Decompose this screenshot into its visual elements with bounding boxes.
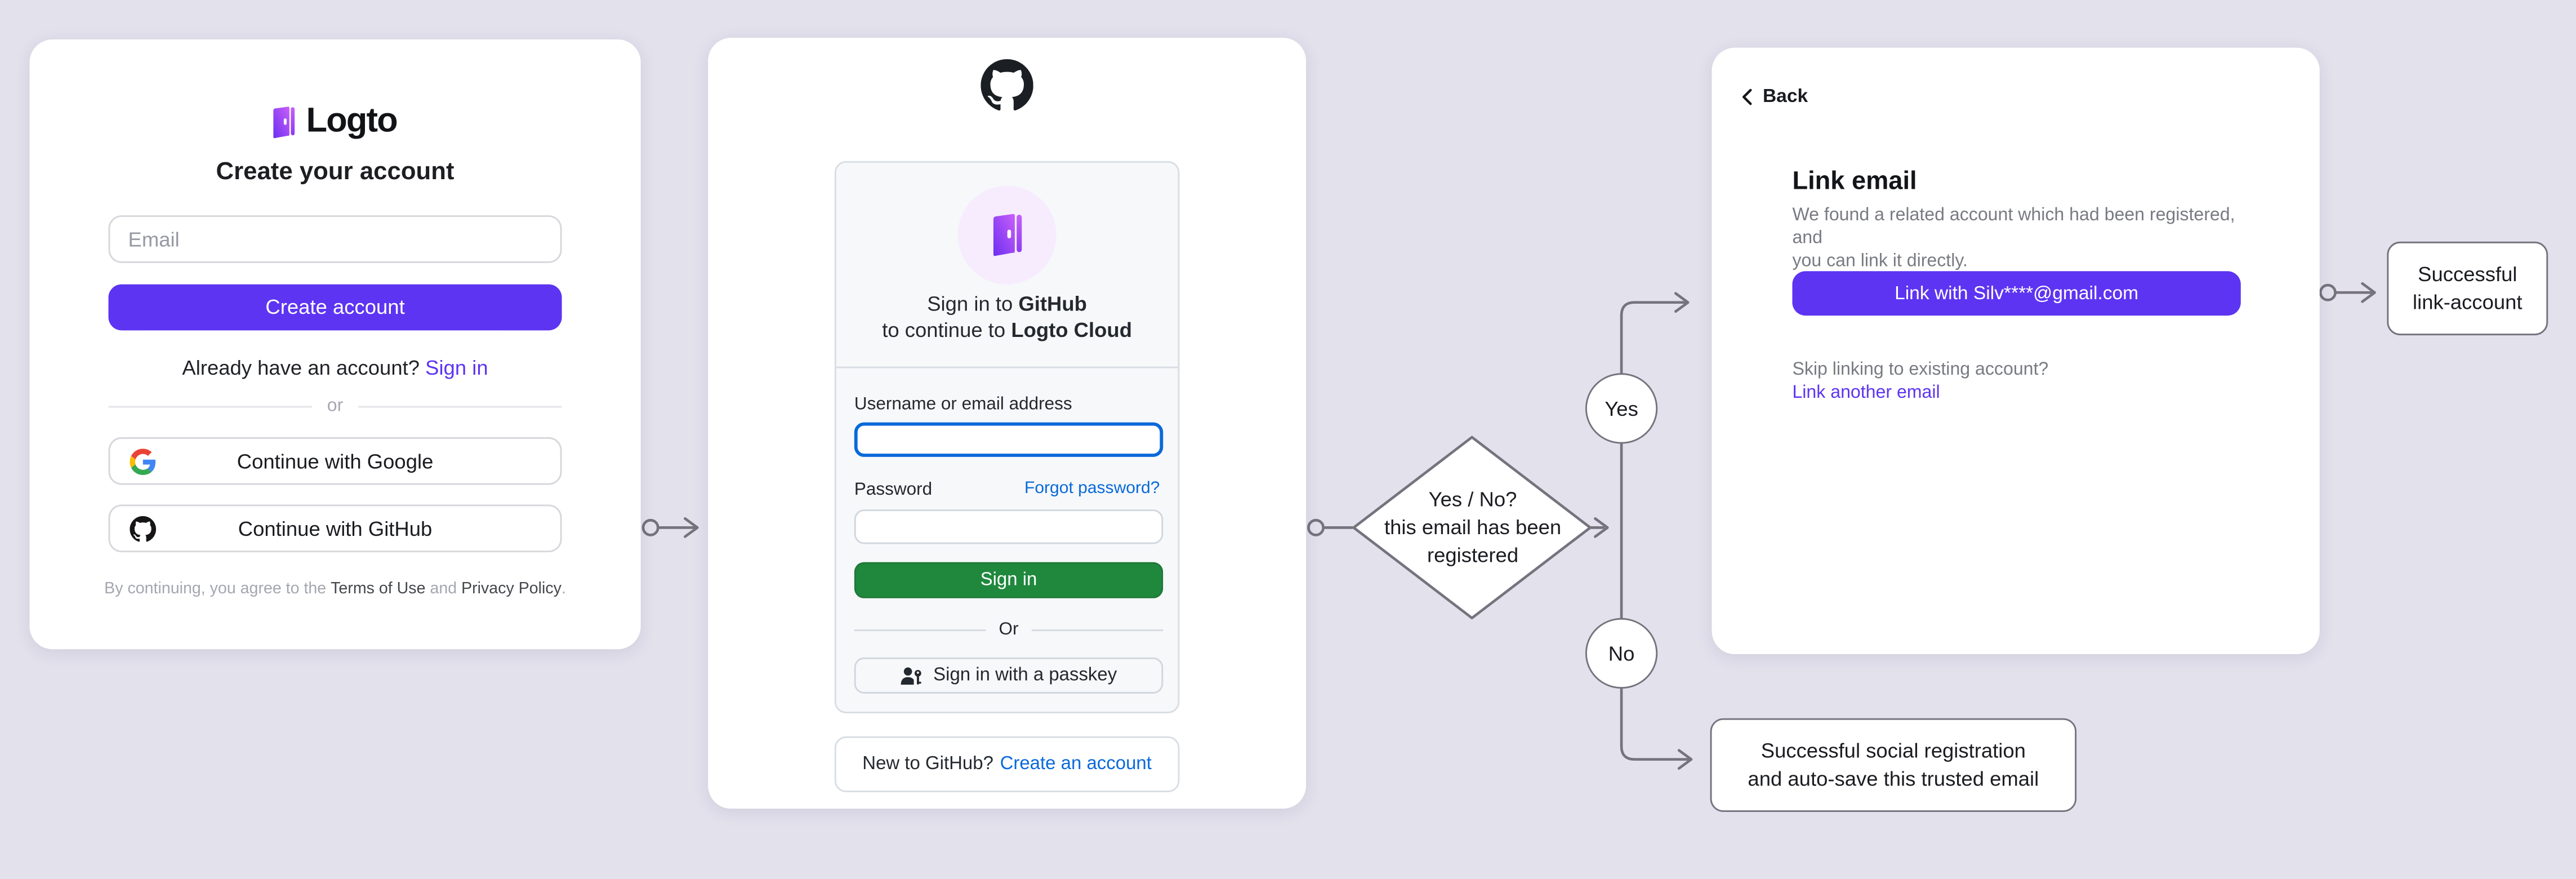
or-divider-label: or [327,396,344,416]
email-input[interactable] [108,215,562,263]
link-email-panel: Back Link email We found a related accou… [1712,47,2320,654]
card-divider [836,366,1178,369]
or-divider: or [108,396,562,416]
divider-line [1031,628,1164,631]
divider-line [108,405,313,407]
passkey-button-label: Sign in with a passkey [933,665,1117,686]
divider-line [854,628,986,631]
yes-node: Yes [1585,373,1658,444]
github-footer-box: New to GitHub? Create an account [834,736,1180,792]
signin-prompt-text: Already have an account? [182,356,420,380]
passkey-signin-button[interactable]: Sign in with a passkey [854,657,1164,694]
signup-title: Create your account [216,158,454,186]
divider-line [358,405,562,407]
password-label: Password [854,480,933,500]
no-node: No [1585,618,1658,689]
link-another-email-link[interactable]: Link another email [1792,383,1940,403]
passkey-icon [901,667,922,684]
back-label: Back [1762,87,1808,107]
username-label: Username or email address [854,394,1072,415]
back-button[interactable]: Back [1741,87,1808,107]
continue-with-github-button[interactable]: Continue with GitHub [108,504,562,553]
signin-link[interactable]: Sign in [425,356,488,380]
privacy-policy-link[interactable]: Privacy Policy [461,580,561,598]
github-signin-button[interactable]: Sign in [854,562,1164,598]
terms-of-use-link[interactable]: Terms of Use [331,580,426,598]
oauth-continue-prefix: to continue to [882,318,1011,342]
username-input[interactable] [854,422,1164,457]
oauth-heading-github: GitHub [1018,292,1087,316]
google-icon [130,447,156,474]
oauth-heading-line2: to continue to Logto Cloud [836,319,1178,342]
github-signin-card: Sign in to GitHub to continue to Logto C… [834,161,1180,713]
logto-logo-text: Logto [306,101,398,140]
logto-logo-icon [273,104,296,139]
terms-suffix: . [561,580,566,598]
github-icon [130,515,156,541]
social-success-box: Successful social registration and auto-… [1710,718,2077,812]
terms-text: By continuing, you agree to the Terms of… [30,580,641,598]
create-github-account-link[interactable]: Create an account [1000,754,1152,774]
link-email-description: We found a related account which had bee… [1792,205,2235,272]
skip-linking-prompt: Skip linking to existing account? [1792,359,2049,380]
create-account-button[interactable]: Create account [108,284,562,331]
github-or-divider: Or [854,619,1164,640]
new-to-github-text: New to GitHub? [862,754,993,774]
github-logo-icon [981,59,1033,112]
signin-prompt: Already have an account? Sign in [30,357,641,380]
forgot-password-link[interactable]: Forgot password? [1024,480,1160,498]
github-or-label: Or [999,619,1019,640]
oauth-heading-prefix: Sign in to [927,292,1019,316]
decision-diamond-label: Yes / No? this email has been registered [1384,487,1562,566]
chevron-left-icon [1742,88,1752,105]
terms-prefix: By continuing, you agree to the [104,580,331,598]
terms-conj: and [425,580,462,598]
continue-with-google-label: Continue with Google [237,449,434,473]
oauth-heading-line1: Sign in to GitHub [836,292,1178,316]
link-success-box: Successful link-account [2387,241,2548,336]
password-input[interactable] [854,509,1164,544]
github-oauth-panel: Sign in to GitHub to continue to Logto C… [708,38,1307,809]
logto-signup-panel: Logto Create your account Create account… [29,39,641,650]
link-email-button[interactable]: Link with Silv****@gmail.com [1792,271,2241,316]
link-email-title: Link email [1792,167,1917,196]
logto-logo: Logto [30,102,641,141]
oauth-app-name: Logto Cloud [1011,318,1132,342]
continue-with-github-label: Continue with GitHub [238,517,433,540]
continue-with-google-button[interactable]: Continue with Google [108,437,562,485]
logto-app-avatar [957,185,1057,285]
logto-app-icon [991,212,1022,258]
